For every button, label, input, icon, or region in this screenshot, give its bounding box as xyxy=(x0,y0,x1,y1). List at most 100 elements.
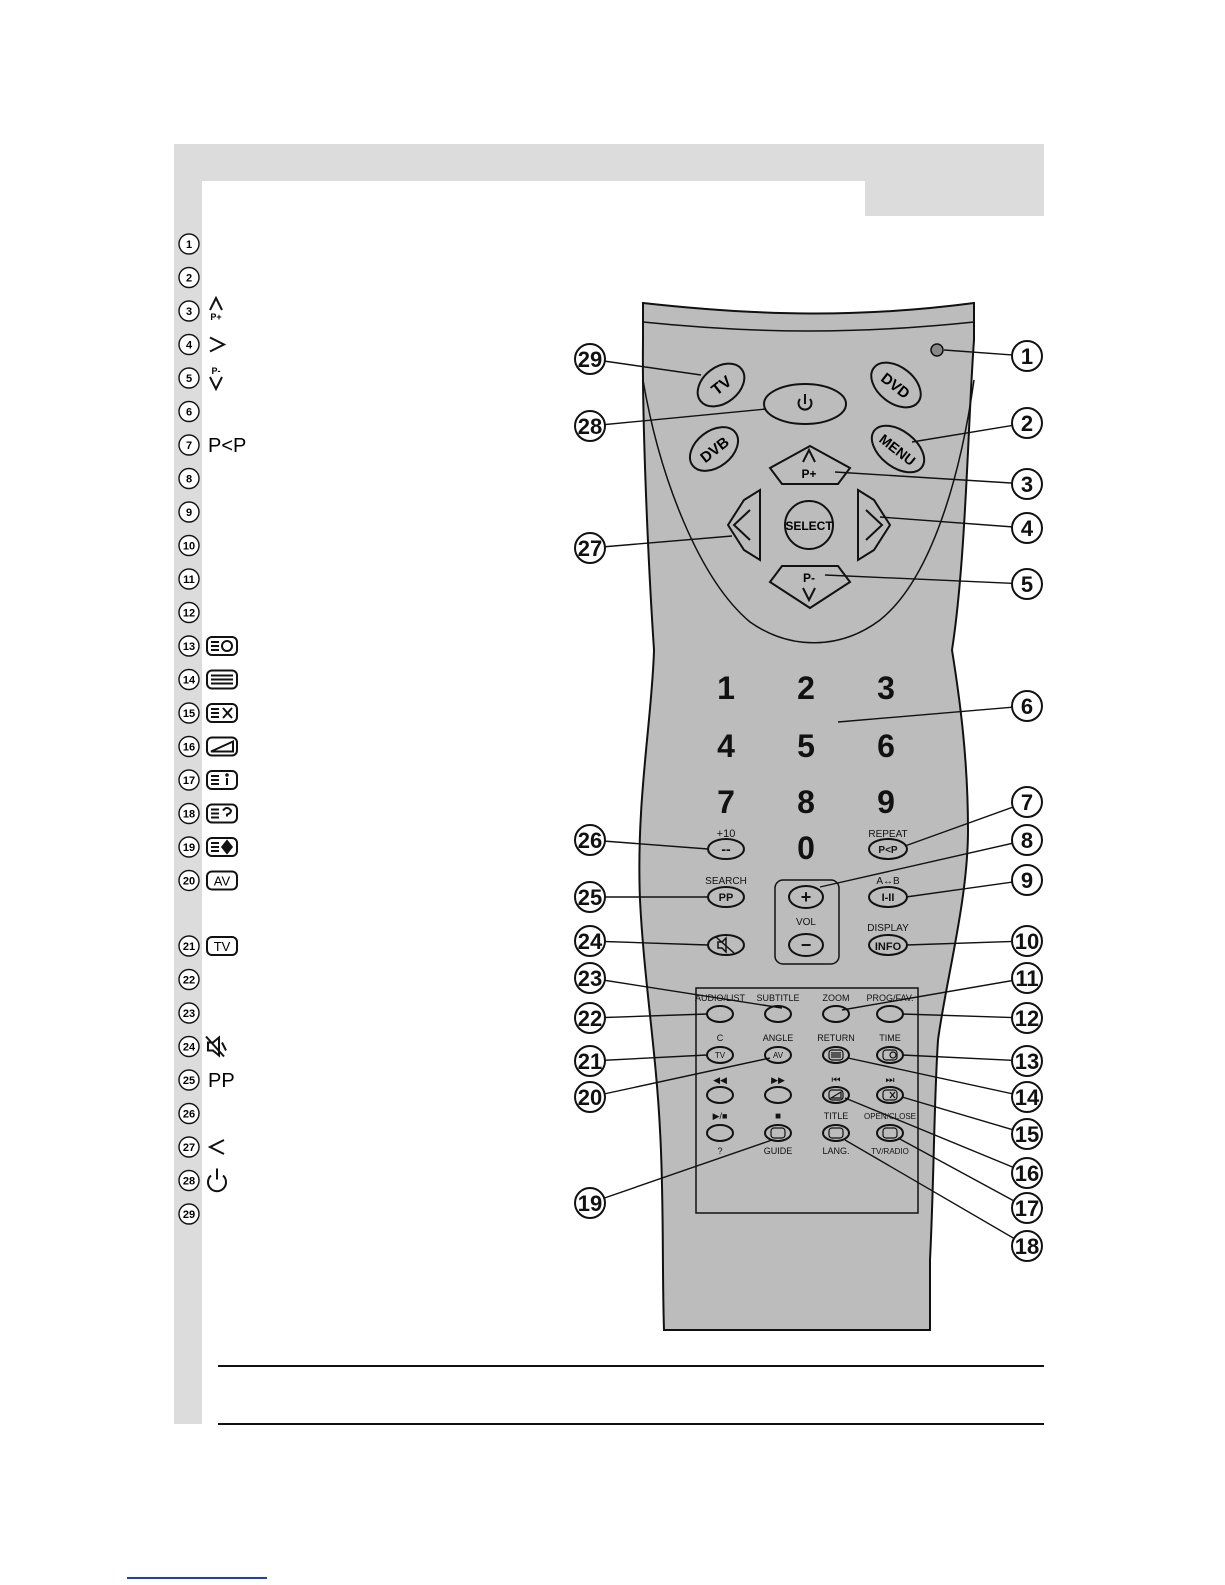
p-minus-button[interactable] xyxy=(768,565,852,610)
subtitle-button[interactable] xyxy=(764,1005,792,1023)
legend-number: 12 xyxy=(183,608,195,620)
ffw-button[interactable] xyxy=(764,1086,792,1104)
select-label: SELECT xyxy=(785,519,833,533)
legend-number: 26 xyxy=(183,1109,195,1121)
digit-keys[interactable]: 1 2 3 4 5 6 7 8 9 0 xyxy=(717,670,895,866)
right-button[interactable] xyxy=(857,488,892,562)
legend-number-badge xyxy=(178,467,200,490)
callout: 24 xyxy=(574,925,606,957)
left-button[interactable] xyxy=(726,488,761,562)
legend-number-badge xyxy=(178,601,200,624)
rew-button[interactable] xyxy=(706,1086,734,1104)
digit-key[interactable]: 1 xyxy=(717,670,735,706)
callout: 16 xyxy=(1011,1157,1043,1189)
legend-number: 17 xyxy=(183,775,195,787)
legend-number-badge xyxy=(178,568,200,590)
legend-item: 29 xyxy=(178,1203,200,1225)
callout-badge xyxy=(1011,690,1043,722)
callout: 27 xyxy=(574,532,606,564)
teletext-reveal-icon xyxy=(828,1127,844,1139)
lower-buttons[interactable]: +10--REPEATP<PSEARCHPPA↔BI-II+VOL−DISPLA… xyxy=(695,828,916,1156)
zoom-button[interactable] xyxy=(822,1005,850,1023)
callout-number: 26 xyxy=(578,828,602,853)
legend-item: 12 xyxy=(178,601,200,624)
leader-line xyxy=(589,839,709,850)
navigation-cluster[interactable]: P+ P- SELECT xyxy=(726,444,892,610)
leader-line xyxy=(844,1139,1028,1247)
pp-swap-button[interactable] xyxy=(868,838,908,860)
callout-badge xyxy=(1011,1081,1043,1113)
digit-key[interactable]: 0 xyxy=(797,830,815,866)
vol-up-button[interactable] xyxy=(788,885,824,909)
power-icon xyxy=(797,394,813,411)
callout-number: 1 xyxy=(1021,344,1033,369)
legend-item: 14 xyxy=(178,668,200,691)
callout-badge xyxy=(1011,824,1043,856)
digit-key[interactable]: 5 xyxy=(797,728,815,764)
select-button[interactable] xyxy=(784,500,834,550)
digit-key[interactable]: 8 xyxy=(797,784,815,820)
leader-line xyxy=(847,1057,1028,1098)
menu-button[interactable] xyxy=(863,416,932,481)
callout-badge xyxy=(1011,468,1043,500)
display-label: DISPLAY xyxy=(867,923,909,934)
legend-p-plus: P+ xyxy=(210,312,221,322)
play-stop-label: ▶/■ xyxy=(713,1111,728,1121)
teletext-index-icon xyxy=(206,770,238,790)
teletext-reveal-icon xyxy=(206,803,238,824)
leader-line xyxy=(901,1096,1028,1135)
callout-badge xyxy=(574,1045,606,1077)
power-icon xyxy=(207,1168,227,1193)
legend-number-badge xyxy=(178,1035,200,1058)
legend-number: 21 xyxy=(183,941,195,953)
time-label: TIME xyxy=(879,1033,901,1043)
vol-down-button[interactable] xyxy=(788,933,824,957)
leader-line xyxy=(819,839,1028,888)
legend-number: 13 xyxy=(183,641,195,653)
legend-number-badge xyxy=(178,333,200,356)
top-buttons[interactable]: TV DVD DVB MENU xyxy=(682,354,933,482)
callout: 5 xyxy=(1011,568,1043,600)
legend-number: 9 xyxy=(186,507,192,519)
legend-number-badge xyxy=(178,1136,200,1158)
callout-badge xyxy=(1011,1002,1043,1034)
digit-key[interactable]: 4 xyxy=(717,728,735,764)
teletext-time-icon xyxy=(206,636,238,656)
prog-fav-label: PROG/FAV. xyxy=(866,993,913,1003)
prog-fav-button[interactable] xyxy=(876,1005,904,1023)
av-small-button[interactable] xyxy=(764,1046,792,1064)
vol-down-label: − xyxy=(801,935,812,955)
leader-line xyxy=(844,1097,1028,1174)
legend-number: 19 xyxy=(183,842,195,854)
legend-item: 4 xyxy=(178,333,200,356)
legend-item: 25 xyxy=(178,1069,200,1091)
dvd-button[interactable] xyxy=(863,354,929,417)
legend-number-badge xyxy=(178,434,200,456)
c-label: C xyxy=(717,1033,724,1043)
callout-number: 7 xyxy=(1021,790,1033,815)
leader-line xyxy=(589,535,733,549)
digit-key[interactable]: 3 xyxy=(877,670,895,706)
digit-key[interactable]: 2 xyxy=(797,670,815,706)
callout: 19 xyxy=(574,1187,606,1219)
callout-number: 16 xyxy=(1015,1161,1039,1186)
tv-button[interactable] xyxy=(689,355,752,415)
play-stop-button[interactable] xyxy=(706,1124,734,1142)
callout: 21 xyxy=(574,1045,606,1077)
p-plus-button[interactable] xyxy=(768,444,852,485)
legend-item: 7 xyxy=(178,434,200,456)
digit-key[interactable]: 6 xyxy=(877,728,895,764)
dvb-button[interactable] xyxy=(682,418,747,480)
callout-badge xyxy=(574,925,606,957)
digit-key[interactable]: 7 xyxy=(717,784,735,820)
leader-line xyxy=(589,408,767,427)
callout-number: 6 xyxy=(1021,694,1033,719)
up-chevron-icon xyxy=(802,447,816,463)
digit-key[interactable]: 9 xyxy=(877,784,895,820)
audio-list-button[interactable] xyxy=(706,1005,734,1023)
legend-item: 17 xyxy=(178,769,200,791)
legend-pp: PP xyxy=(208,1070,235,1092)
callout: 14 xyxy=(1011,1081,1043,1113)
legend-number-badge xyxy=(178,266,200,289)
